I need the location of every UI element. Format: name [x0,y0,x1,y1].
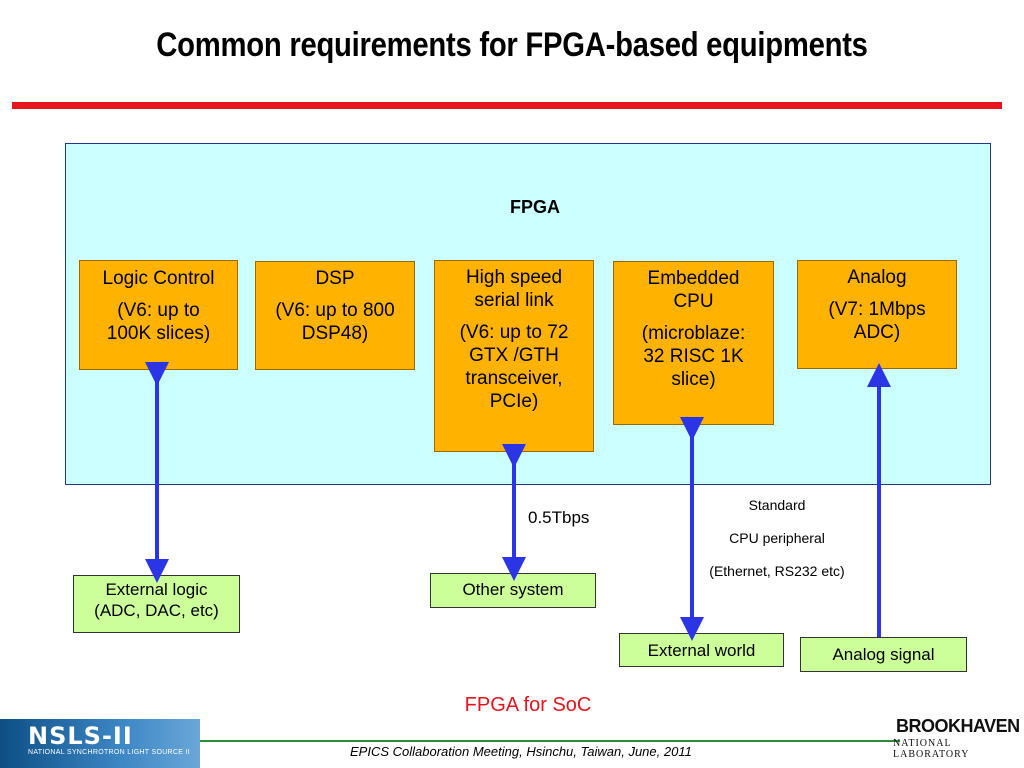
brookhaven-logo: BROOKHAVEN [896,716,1020,736]
dsp-block: DSP (V6: up to 800 DSP48) [255,261,415,370]
embedded-cpu-title: Embedded CPU [647,268,740,312]
logic-control-title: Logic Control [102,268,215,289]
analog-detail: (V7: 1Mbps ADC) [828,299,926,343]
nsls-logo-text: NSLS-II [28,722,133,750]
slide-title: Common requirements for FPGA-based equip… [156,26,868,64]
external-logic-label: External logic (ADC, DAC, etc) [94,580,219,620]
nsls-logo-subtext: NATIONAL SYNCHROTRON LIGHT SOURCE II [28,749,190,756]
analog-signal-box: Analog signal [800,637,967,672]
soc-caption: FPGA for SoC [464,694,592,716]
embedded-cpu-detail: (microblaze: 32 RISC 1K slice) [641,323,746,390]
std-line-1: Standard [748,497,806,513]
embedded-cpu-block: Embedded CPU (microblaze: 32 RISC 1K sli… [613,261,774,425]
logic-control-detail: (V6: up to 100K slices) [106,300,211,344]
external-world-label: External world [647,641,756,660]
std-line-2: CPU peripheral [729,530,825,546]
analog-title: Analog [847,267,907,288]
footer-text: EPICS Collaboration Meeting, Hsinchu, Ta… [350,744,692,759]
logic-control-block: Logic Control (V6: up to 100K slices) [79,260,238,370]
analog-block: Analog (V7: 1Mbps ADC) [797,260,957,369]
fpga-label: FPGA [509,197,560,217]
dsp-title: DSP [315,268,355,289]
std-line-3: (Ethernet, RS232 etc) [709,563,845,579]
serial-link-detail: (V6: up to 72 GTX /GTH transceiver, PCIe… [459,322,569,412]
other-system-label: Other system [462,580,564,599]
serial-link-title: High speed serial link [465,267,563,311]
analog-signal-label: Analog signal [832,645,935,664]
external-logic-box: External logic (ADC, DAC, etc) [73,575,240,633]
title-underline [12,102,1002,109]
footer-divider [200,740,900,742]
serial-link-block: High speed serial link (V6: up to 72 GTX… [434,260,594,452]
nsls-logo: NSLS-II NATIONAL SYNCHROTRON LIGHT SOURC… [0,719,200,768]
cpu-peripheral-note: Standard CPU peripheral (Ethernet, RS232… [694,497,860,596]
brookhaven-logo-subtext: NATIONAL LABORATORY [893,738,970,760]
dsp-detail: (V6: up to 800 DSP48) [275,300,395,344]
bandwidth-label: 0.5Tbps [528,508,590,527]
